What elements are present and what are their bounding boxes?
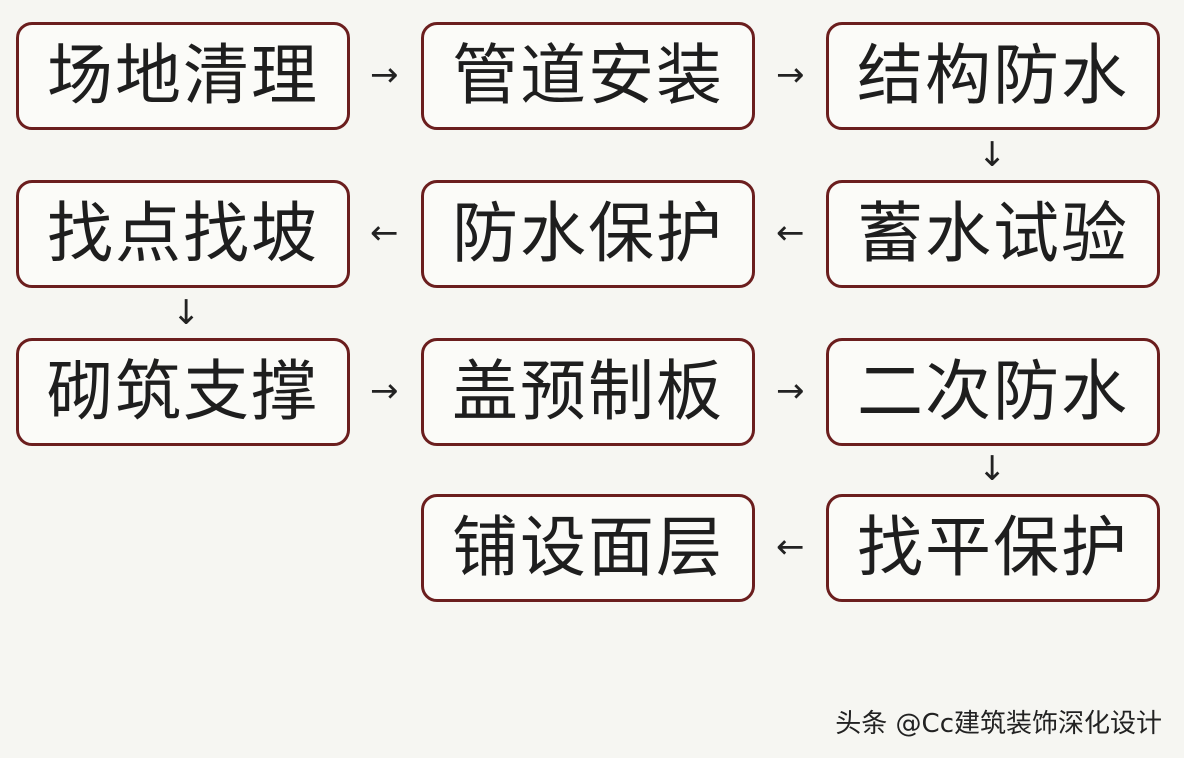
- step-11-lay-surface-layer: 铺设面层: [421, 494, 755, 602]
- watermark: 头条 @Cc建筑装饰深化设计: [835, 709, 1162, 739]
- arrow-down-icon: ↓: [978, 135, 1007, 175]
- step-8-precast-slab: 盖预制板: [421, 338, 755, 446]
- step-2-pipe-installation: 管道安装: [421, 22, 755, 130]
- step-4-water-storage-test: 蓄水试验: [826, 180, 1160, 288]
- arrow-right-icon: →: [776, 371, 805, 411]
- step-1-site-clearing: 场地清理: [16, 22, 350, 130]
- arrow-right-icon: →: [370, 55, 399, 95]
- step-6-find-points-slope: 找点找坡: [16, 180, 350, 288]
- step-3-structural-waterproofing: 结构防水: [826, 22, 1160, 130]
- arrow-left-icon: ←: [776, 527, 805, 567]
- arrow-down-icon: ↓: [978, 449, 1007, 489]
- step-5-waterproof-protection: 防水保护: [421, 180, 755, 288]
- arrow-right-icon: →: [776, 55, 805, 95]
- step-10-leveling-protection: 找平保护: [826, 494, 1160, 602]
- arrow-right-icon: →: [370, 371, 399, 411]
- step-7-masonry-support: 砌筑支撑: [16, 338, 350, 446]
- arrow-down-icon: ↓: [172, 293, 201, 333]
- arrow-left-icon: ←: [370, 213, 399, 253]
- step-9-secondary-waterproofing: 二次防水: [826, 338, 1160, 446]
- arrow-left-icon: ←: [776, 213, 805, 253]
